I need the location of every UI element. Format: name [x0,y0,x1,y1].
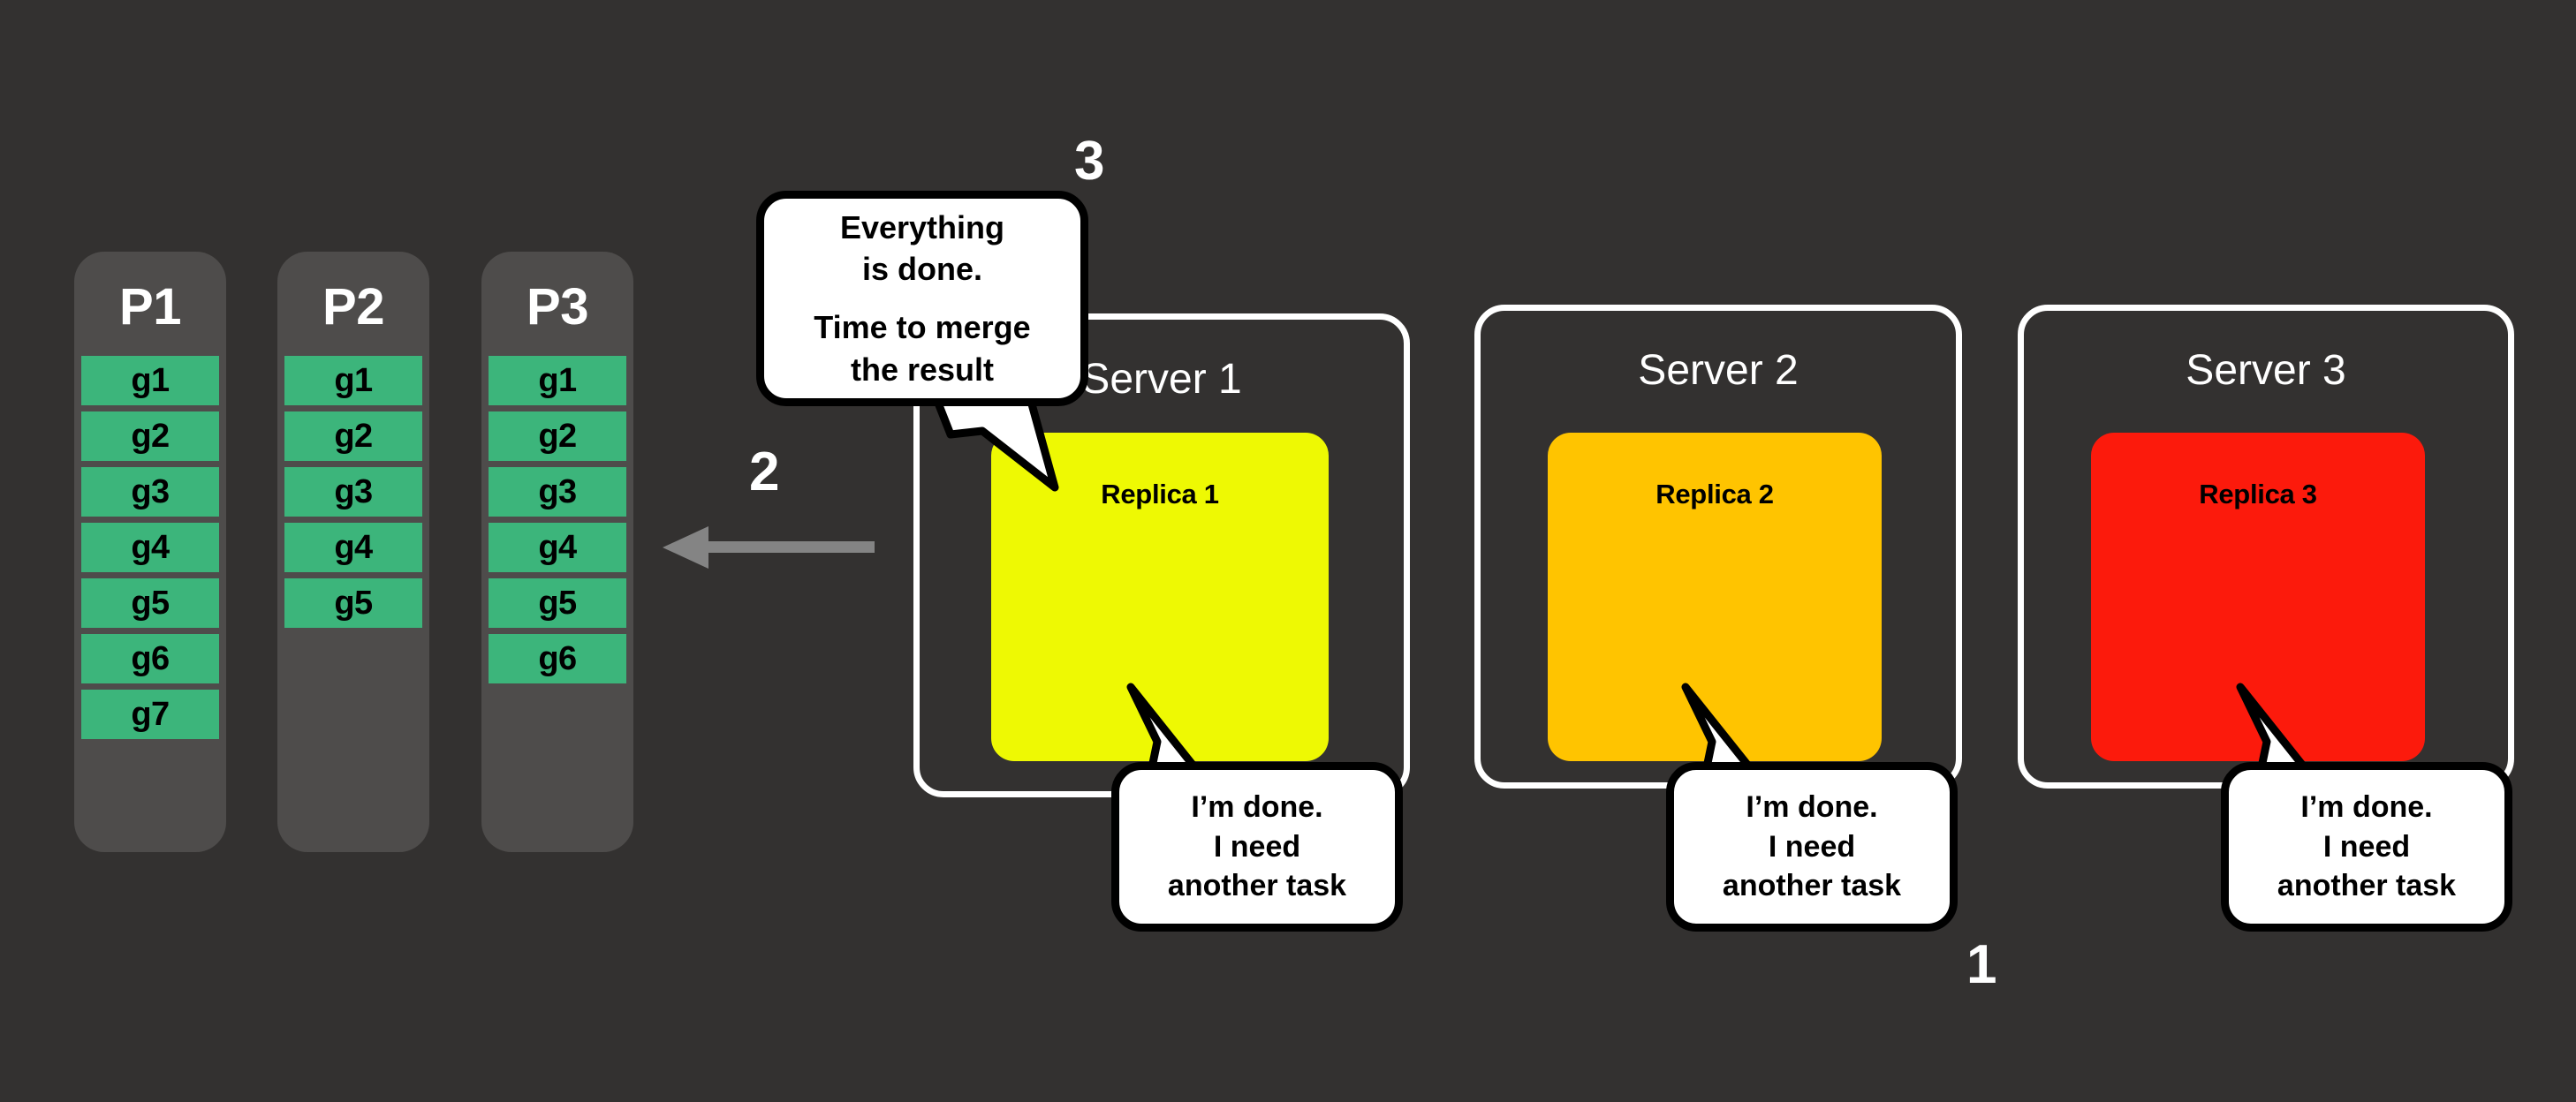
bubble-line: the result [850,351,995,388]
chunk-item[interactable]: g6 [81,634,219,683]
merge-arrow-icon [663,526,875,569]
chunk-item[interactable]: g3 [81,467,219,517]
speech-bubble-merge[interactable]: Everything is done. Time to merge the re… [756,191,1088,406]
chunk-list: g1 g2 g3 g4 g5 [277,356,429,628]
chunk-item[interactable]: g6 [489,634,626,683]
chunk-item[interactable]: g7 [81,690,219,739]
partition-title: P1 [119,278,181,336]
bubble-line: is done. [861,251,982,288]
chunk-item[interactable]: g3 [284,467,422,517]
speech-bubble-task-2[interactable]: I’m done. I need another task [1666,762,1958,932]
bubble-line: another task [1722,869,1902,903]
chunk-item[interactable]: g4 [81,523,219,572]
chunk-item[interactable]: g2 [284,411,422,461]
step-number-2: 2 [749,442,780,502]
partition-column-p2[interactable]: P2 g1 g2 g3 g4 g5 [277,252,429,852]
chunk-item[interactable]: g4 [284,523,422,572]
chunk-list: g1 g2 g3 g4 g5 g6 g7 [74,356,226,739]
replica-label: Replica 2 [1655,479,1774,509]
chunk-item[interactable]: g2 [489,411,626,461]
bubble-line: another task [1167,869,1347,903]
partition-column-p3[interactable]: P3 g1 g2 g3 g4 g5 g6 [481,252,633,852]
speech-bubble-task-1[interactable]: I’m done. I need another task [1111,762,1403,932]
bubble-line: I’m done. [2300,789,2433,824]
replica-label: Replica 1 [1101,479,1219,509]
bubble-paragraph: Everything is done. [840,207,1004,291]
chunk-list: g1 g2 g3 g4 g5 g6 [481,356,633,683]
server-title: Server 3 [2186,347,2346,394]
bubble-line: I’m done. [1191,789,1323,824]
speech-bubble-task-3[interactable]: I’m done. I need another task [2221,762,2512,932]
step-number-3: 3 [1074,131,1105,192]
partition-title: P3 [527,278,588,336]
bubble-paragraph: Time to merge the result [814,306,1030,390]
chunk-item[interactable]: g5 [81,578,219,628]
bubble-line: I need [1213,829,1301,864]
chunk-item[interactable]: g1 [489,356,626,405]
bubble-line: I need [2322,829,2411,864]
chunk-item[interactable]: g1 [284,356,422,405]
bubble-line: Everything [839,208,1005,245]
chunk-item[interactable]: g4 [489,523,626,572]
server-title: Server 2 [1638,347,1799,394]
partition-title: P2 [322,278,384,336]
chunk-item[interactable]: g2 [81,411,219,461]
server-title: Server 1 [1081,356,1242,403]
chunk-item[interactable]: g1 [81,356,219,405]
bubble-line: another task [2277,869,2457,903]
bubble-line: Time to merge [814,309,1031,345]
bubble-line: I’m done. [1746,789,1878,824]
replica-box-2[interactable]: Replica 2 [1548,433,1882,761]
replica-box-3[interactable]: Replica 3 [2091,433,2425,761]
step-number-1: 1 [1966,934,1997,995]
partition-column-p1[interactable]: P1 g1 g2 g3 g4 g5 g6 g7 [74,252,226,852]
replica-label: Replica 3 [2199,479,2317,509]
bubble-line: I need [1768,829,1856,864]
chunk-item[interactable]: g5 [489,578,626,628]
chunk-item[interactable]: g3 [489,467,626,517]
chunk-item[interactable]: g5 [284,578,422,628]
replica-box-1[interactable]: Replica 1 [991,433,1329,761]
